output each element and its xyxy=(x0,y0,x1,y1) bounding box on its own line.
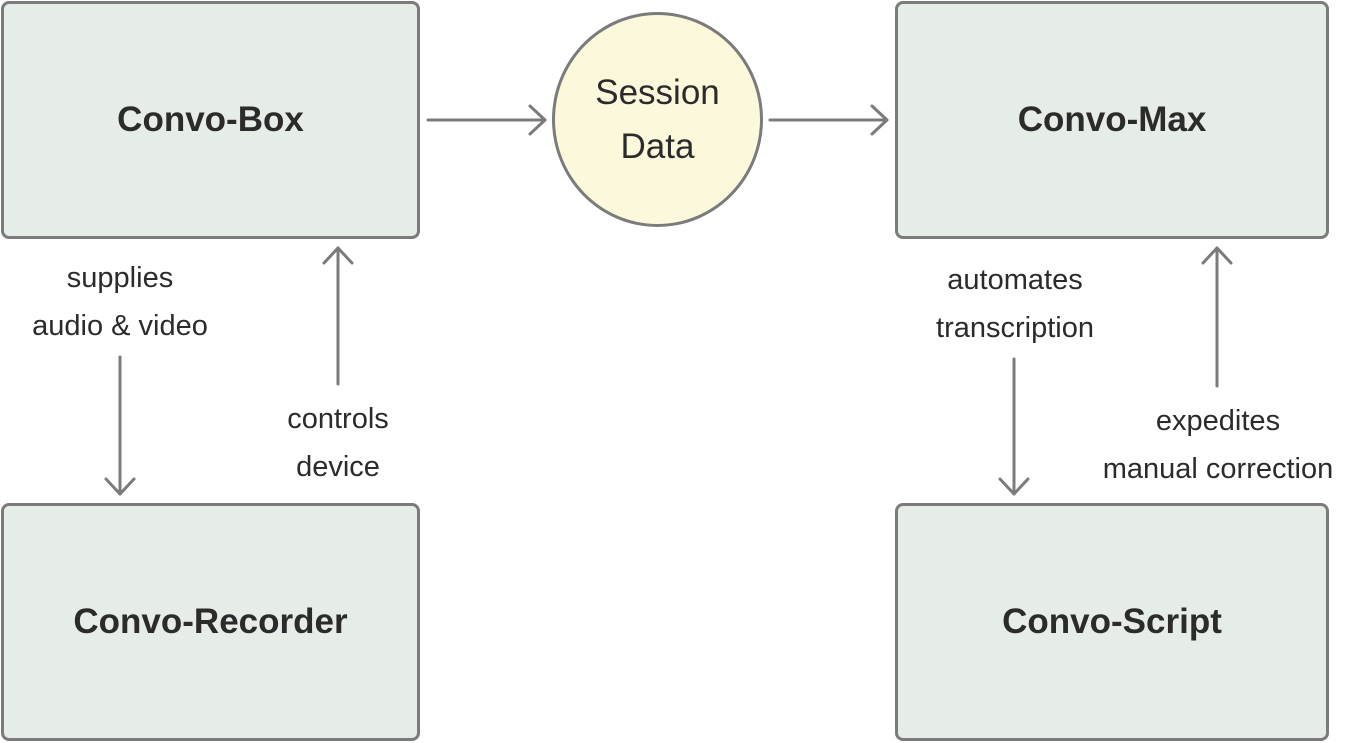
edge-label-controls: controls device xyxy=(254,395,422,491)
arrow-automates-down xyxy=(998,357,1030,496)
arrow-box-to-session xyxy=(426,104,547,136)
edge-label-supplies-line-1: supplies xyxy=(66,262,174,294)
arrow-controls-up xyxy=(322,246,354,386)
edge-label-expedites: expedites manual correction xyxy=(1078,397,1358,493)
node-session-data-line-2: Data xyxy=(620,126,695,166)
node-convo-max-label: Convo-Max xyxy=(1017,100,1207,139)
node-session-data: Session Data xyxy=(552,12,763,227)
node-convo-recorder: Convo-Recorder xyxy=(1,503,420,741)
node-session-data-line-1: Session xyxy=(595,72,720,112)
edge-label-expedites-line-2: manual correction xyxy=(1102,453,1334,485)
edge-label-automates: automates transcription xyxy=(905,256,1125,352)
edge-label-controls-line-2: device xyxy=(296,451,380,483)
node-convo-recorder-label: Convo-Recorder xyxy=(73,602,348,641)
node-convo-script: Convo-Script xyxy=(895,503,1329,741)
node-convo-max: Convo-Max xyxy=(895,1,1329,239)
edge-label-automates-line-1: automates xyxy=(947,264,1083,296)
edge-label-controls-line-1: controls xyxy=(287,403,389,435)
edge-label-expedites-line-1: expedites xyxy=(1155,405,1281,437)
node-convo-box: Convo-Box xyxy=(1,1,420,239)
arrow-session-to-max xyxy=(768,104,889,136)
arrow-expedites-up xyxy=(1201,246,1233,388)
edge-label-supplies-line-2: audio & video xyxy=(32,310,208,342)
node-convo-box-label: Convo-Box xyxy=(117,100,304,139)
edge-label-supplies: supplies audio & video xyxy=(10,254,230,350)
node-convo-script-label: Convo-Script xyxy=(1002,602,1222,641)
arrow-supplies-down xyxy=(104,355,136,496)
edge-label-automates-line-2: transcription xyxy=(936,312,1094,344)
